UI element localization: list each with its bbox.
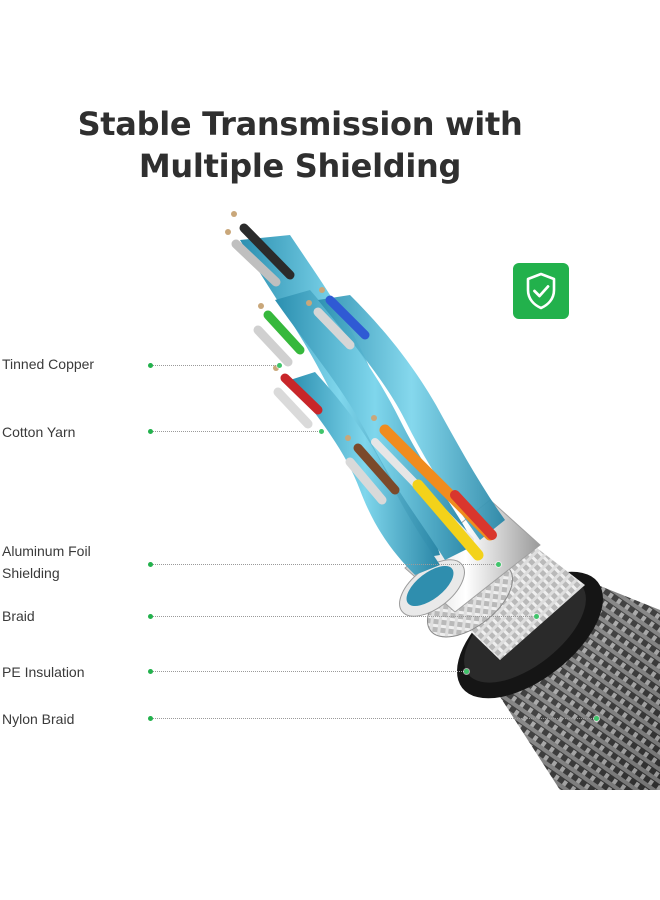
leader-start-dot	[148, 429, 153, 434]
leader-end-dot	[277, 363, 282, 368]
leader-line-tinned-copper	[150, 365, 280, 366]
leader-line-pe-insulation	[150, 671, 466, 672]
layer-label-cotton-yarn: Cotton Yarn	[2, 424, 76, 440]
leader-start-dot	[148, 669, 153, 674]
layer-label-pe-insulation: PE Insulation	[2, 664, 85, 680]
leader-line-aluminum-foil	[150, 564, 498, 565]
twisted-pairs	[225, 211, 505, 575]
leader-start-dot	[148, 614, 153, 619]
leader-end-dot	[594, 716, 599, 721]
leader-start-dot	[148, 562, 153, 567]
layer-label-aluminum-foil: Aluminum Foil Shielding	[2, 543, 91, 581]
page-title: Stable Transmission with Multiple Shield…	[0, 103, 600, 187]
leader-end-dot	[464, 669, 469, 674]
leader-line-cotton-yarn	[150, 431, 322, 432]
layer-label-nylon-braid: Nylon Braid	[2, 711, 75, 727]
leader-line-braid	[150, 616, 536, 617]
leader-start-dot	[148, 716, 153, 721]
leader-start-dot	[148, 363, 153, 368]
title-line-1: Stable Transmission with	[77, 105, 523, 143]
layer-label-braid: Braid	[2, 608, 35, 624]
shield-badge	[513, 263, 569, 319]
leader-end-dot	[319, 429, 324, 434]
layer-label-tinned-copper: Tinned Copper	[2, 356, 95, 372]
leader-end-dot	[534, 614, 539, 619]
leader-line-nylon-braid	[150, 718, 596, 719]
shield-check-icon	[526, 272, 556, 310]
leader-end-dot	[496, 562, 501, 567]
title-line-2: Multiple Shielding	[138, 147, 462, 185]
